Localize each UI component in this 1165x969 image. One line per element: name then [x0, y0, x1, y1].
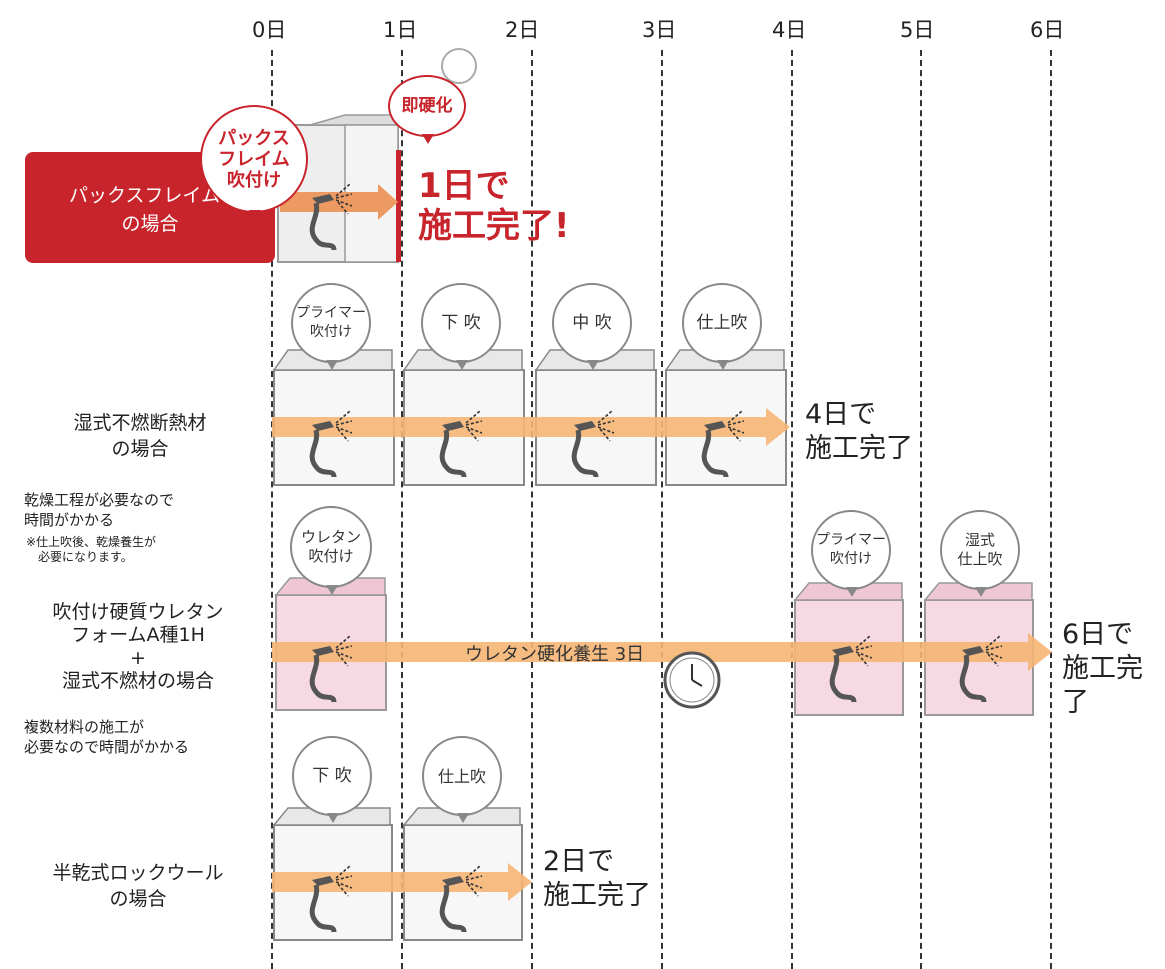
urethane-result: 6日で 施工完了	[1062, 619, 1143, 718]
urethane-primer-bubble: プライマー 吹付け	[811, 510, 891, 597]
day-3-gridline	[661, 50, 663, 969]
urethane-row-label: 吹付け硬質ウレタン フォームA種1H + 湿式不燃材の場合	[52, 601, 224, 692]
day-1-gridline	[401, 50, 403, 969]
day-6-label: 6日	[1030, 18, 1065, 42]
wet-middle-coat-bubble: 中 吹	[552, 283, 632, 370]
day-0-label: 0日	[252, 18, 287, 42]
packs-label-line2: の場合	[121, 212, 179, 235]
rockwool-finish-coat-bubble: 仕上吹	[422, 736, 502, 823]
day-1-label: 1日	[383, 18, 418, 42]
day-4-gridline	[791, 50, 793, 969]
day-5-gridline	[920, 50, 922, 969]
wet-row-label: 湿式不燃断熱材 の場合	[73, 412, 207, 460]
packs-result: 1日で 施工完了!	[418, 166, 570, 246]
day-0-gridline	[271, 50, 273, 969]
packs-label-line1: パックスフレイム	[68, 184, 221, 207]
wet-curing-footnote: ※仕上吹後、乾燥養生が 必要になります。	[26, 535, 157, 564]
day-5-label: 5日	[900, 18, 935, 42]
rockwool-base-coat-bubble: 下 吹	[292, 736, 372, 823]
wet-primer-bubble: プライマー 吹付け	[291, 283, 371, 370]
wet-result: 4日で 施工完了	[805, 399, 913, 464]
clock-icon	[441, 48, 477, 84]
packs-spray-bubble: パックス フレイム 吹付け	[200, 105, 308, 220]
urethane-spray-bubble: ウレタン 吹付け	[290, 506, 372, 595]
packs-row-label: パックスフレイム® の場合	[25, 152, 275, 263]
urethane-multi-material-note: 複数材料の施工が 必要なので時間がかかる	[24, 718, 190, 756]
day-2-label: 2日	[505, 18, 540, 42]
day-4-label: 4日	[772, 18, 807, 42]
day-6-gridline	[1050, 50, 1052, 969]
rockwool-result: 2日で 施工完了	[543, 846, 651, 911]
rockwool-row-label: 半乾式ロックウール の場合	[52, 862, 224, 910]
wet-base-coat-bubble: 下 吹	[421, 283, 501, 370]
wet-drying-note: 乾燥工程が必要なので 時間がかかる	[24, 491, 175, 529]
rockwool-arrow	[272, 863, 532, 901]
urethane-arrow	[272, 633, 1052, 671]
urethane-wet-finish-bubble: 湿式 仕上吹	[940, 510, 1020, 597]
wet-arrow	[272, 408, 790, 446]
wet-finish-coat-bubble: 仕上吹	[682, 283, 762, 370]
day-3-label: 3日	[642, 18, 677, 42]
instant-cure-bubble: 即硬化	[388, 75, 466, 144]
urethane-curing-label: ウレタン硬化養生 3日	[465, 644, 645, 665]
day-2-gridline	[531, 50, 533, 969]
